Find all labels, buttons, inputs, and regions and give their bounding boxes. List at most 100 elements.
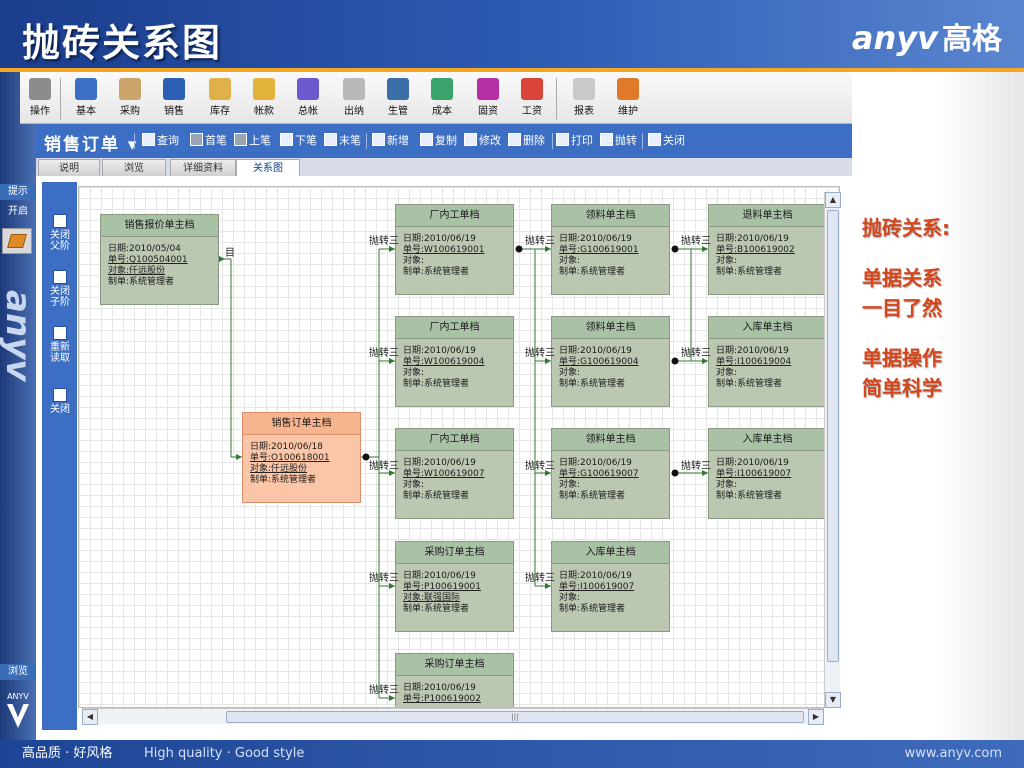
doc-node-no[interactable]: 单号:O100618001: [250, 453, 330, 463]
sidebar-prompt-tab[interactable]: 提示: [0, 184, 36, 200]
doc-node-no[interactable]: 单号:G100619004: [559, 357, 639, 367]
toolbar-prism-button[interactable]: 固资: [470, 78, 506, 117]
tool-close-button[interactable]: 关闭: [44, 388, 76, 415]
toolbar-coins-button[interactable]: 帐款: [246, 78, 282, 117]
doc-node-party: 对象:: [403, 480, 425, 490]
doc-node-no[interactable]: 单号:I100619007: [559, 582, 635, 592]
open-folder-icon[interactable]: [2, 228, 32, 254]
ribbon-transfer-button[interactable]: 抛转: [600, 133, 637, 148]
wrench-icon: [29, 78, 51, 100]
toolbar-handshake-button[interactable]: 采购: [112, 78, 148, 117]
tab-relation[interactable]: 关系图: [236, 159, 300, 176]
ribbon-close-button[interactable]: 关闭: [648, 133, 685, 148]
scroll-down-icon[interactable]: ▼: [825, 692, 841, 708]
doc-node-date: 日期:2010/06/19: [403, 683, 476, 693]
ribbon-button-label: 下笔: [295, 134, 317, 147]
ribbon-separator: [134, 133, 135, 149]
tool-label: 关闭: [50, 286, 70, 297]
slide-title: 抛砖关系图: [22, 20, 223, 65]
search-icon: [142, 133, 155, 146]
ribbon-next-button[interactable]: 下笔: [280, 133, 317, 148]
ribbon-new-button[interactable]: 新增: [372, 133, 409, 148]
doc-node-maker: 制单:系统管理者: [250, 475, 317, 485]
toolbar-line-chart-button[interactable]: 工资: [514, 78, 550, 117]
toolbar-grid-button[interactable]: 基本: [68, 78, 104, 117]
footer-url[interactable]: www.anyv.com: [904, 746, 1002, 761]
doc-node-no[interactable]: 单号:W100619001: [403, 245, 485, 255]
toolbar-globe-button[interactable]: 成本: [424, 78, 460, 117]
ribbon-first-button[interactable]: 首笔: [190, 133, 227, 148]
toolbar-gear-button[interactable]: 生管: [380, 78, 416, 117]
chevron-down-icon[interactable]: ▾: [128, 135, 139, 155]
doc-node-date: 日期:2010/06/19: [403, 346, 476, 356]
sidebar-browse-tab[interactable]: 浏览: [0, 664, 36, 680]
tab-intro[interactable]: 说明: [38, 159, 100, 176]
doc-node-party: 对象:: [559, 593, 581, 603]
scroll-right-icon[interactable]: ▶: [808, 709, 824, 725]
ribbon-copy-button[interactable]: 复制: [420, 133, 457, 148]
ribbon-edit-button[interactable]: 修改: [464, 133, 501, 148]
toolbar-chart-button[interactable]: 销售: [156, 78, 192, 117]
ribbon-prev-button[interactable]: 上笔: [234, 133, 271, 148]
tool-collapse-parent-button[interactable]: 关闭父阶: [44, 214, 76, 252]
feature-text: 抛砖关系: 单据关系 一目了然 单据操作 简单科学: [862, 213, 950, 403]
brand-zh: 高格: [942, 22, 1002, 57]
doc-node-no[interactable]: 单号:G100619001: [559, 245, 639, 255]
doc-node-no[interactable]: 单号:I100619007: [716, 469, 792, 479]
tool-reload-button[interactable]: 重新读取: [44, 326, 76, 364]
scroll-thumb[interactable]: [827, 210, 839, 662]
doc-node-no[interactable]: 单号:W100619007: [403, 469, 485, 479]
horizontal-scrollbar[interactable]: ◀ ||| ▶: [82, 708, 824, 725]
doc-node-no[interactable]: 单号:W100619004: [403, 357, 485, 367]
doc-node-no[interactable]: 单号:I100619004: [716, 357, 792, 367]
ribbon-search-button[interactable]: 查询: [142, 133, 179, 148]
toolbar-book-button[interactable]: 总帐: [290, 78, 326, 117]
link-label: 抛转三: [681, 348, 711, 359]
vertical-scrollbar[interactable]: ▲▼: [824, 192, 841, 708]
doc-node-no[interactable]: 单号:P100619002: [403, 694, 481, 704]
tab-detail[interactable]: 详细资料: [170, 159, 236, 176]
toolbar-report-button[interactable]: 报表: [566, 78, 602, 117]
doc-node-no[interactable]: 单号:P100619001: [403, 582, 481, 592]
scroll-thumb-h[interactable]: |||: [226, 711, 804, 723]
scroll-up-icon[interactable]: ▲: [825, 192, 841, 208]
doc-node-no[interactable]: 单号:Q100504001: [108, 255, 188, 265]
doc-node-title: 入库单主档: [552, 542, 669, 564]
toolbar-label: 报表: [574, 106, 594, 117]
doc-node-date: 日期:2010/06/19: [559, 234, 632, 244]
doc-node-no[interactable]: 单号:G100619007: [559, 469, 639, 479]
tool-label: 子阶: [50, 297, 70, 308]
toolbar-wrench-button[interactable]: 操作: [22, 78, 58, 117]
tab-browse[interactable]: 浏览: [102, 159, 166, 176]
relation-tools: 关闭父阶关闭子阶重新读取关闭: [42, 182, 77, 730]
delete-icon: [508, 133, 521, 146]
doc-node-no[interactable]: 单号:B100619002: [716, 245, 795, 255]
right-background: [852, 72, 1024, 740]
toolbar-clipboard-button[interactable]: 库存: [202, 78, 238, 117]
ribbon-print-button[interactable]: 打印: [556, 133, 593, 148]
doc-node-maker: 制单:系统管理者: [716, 379, 783, 389]
scroll-left-icon[interactable]: ◀: [82, 709, 98, 725]
ribbon-last-button[interactable]: 末笔: [324, 133, 361, 148]
tool-collapse-child-button[interactable]: 关闭子阶: [44, 270, 76, 308]
toolbar-maintain-button[interactable]: 维护: [610, 78, 646, 117]
form-title[interactable]: 销售订单 ▾: [44, 130, 138, 155]
toolbar-bell-button[interactable]: 出纳: [336, 78, 372, 117]
ribbon-delete-button[interactable]: 删除: [508, 133, 545, 148]
